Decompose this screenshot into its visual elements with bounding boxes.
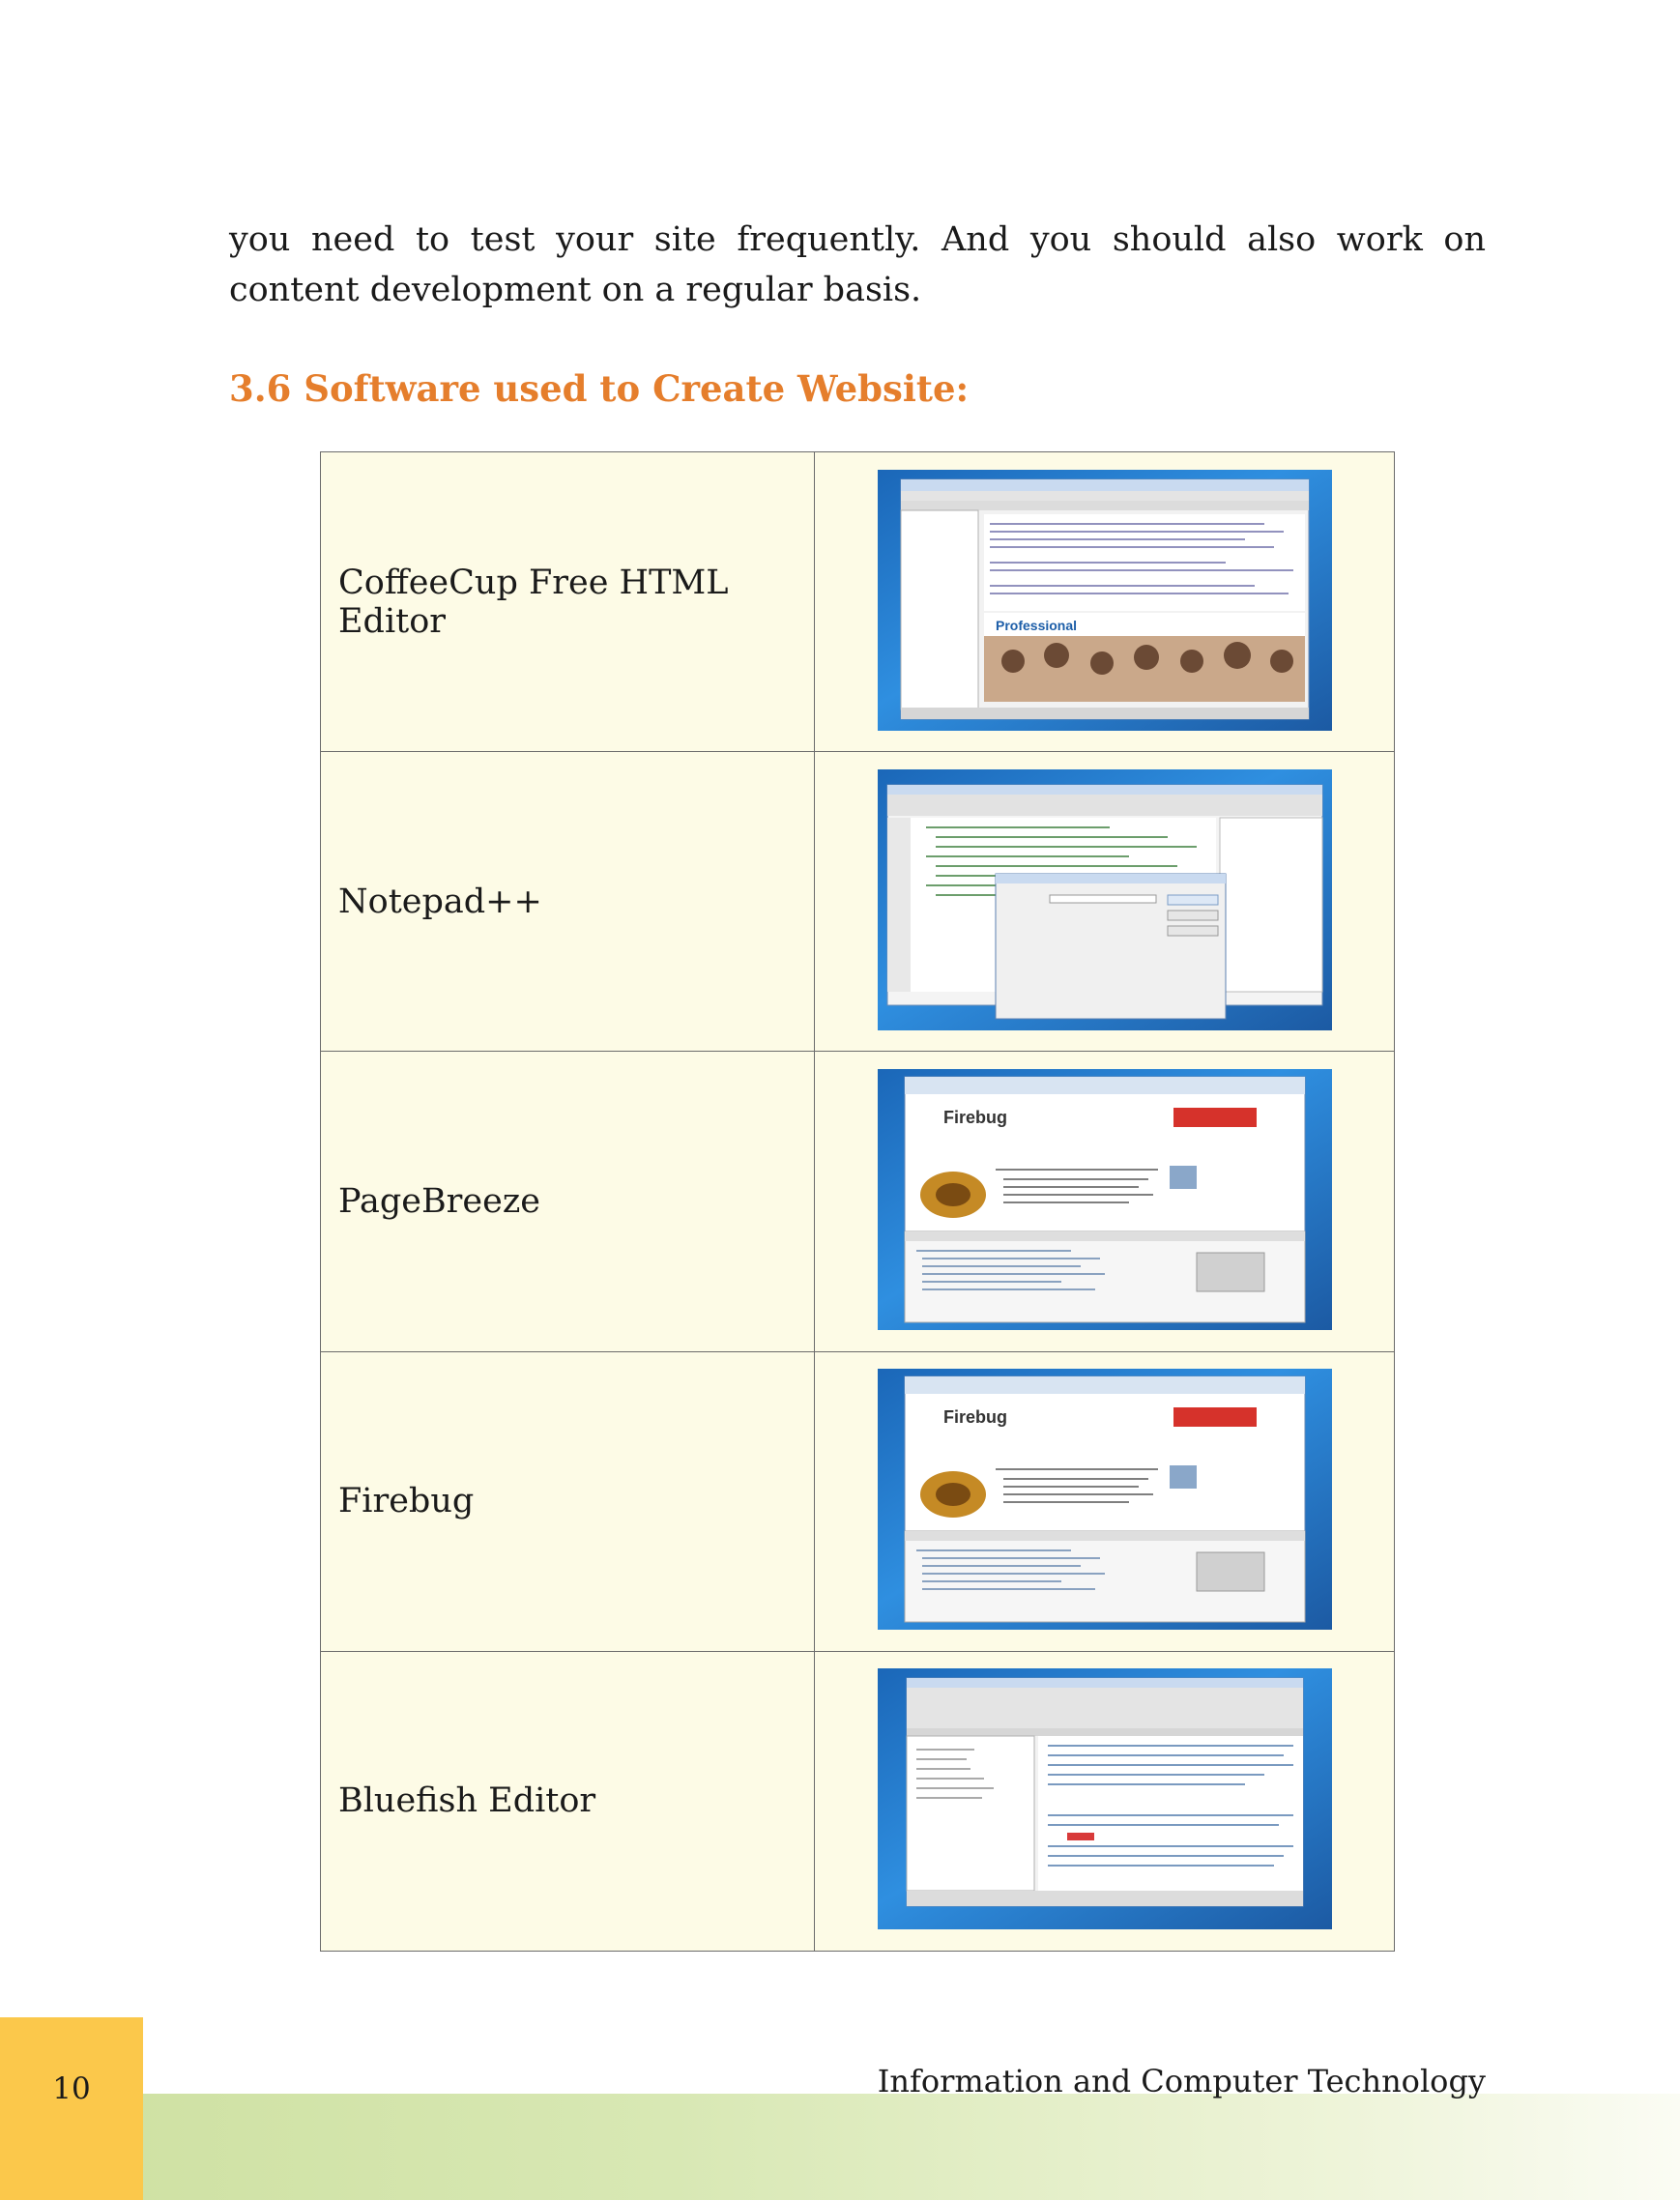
page-number: 10 (52, 2071, 91, 2106)
notepadpp-screenshot (877, 768, 1332, 1030)
footer-band (0, 2094, 1680, 2200)
software-table: CoffeeCup Free HTML Editor (320, 450, 1395, 1953)
screenshot-caption: Professional (996, 618, 1077, 633)
table-row: CoffeeCup Free HTML Editor (320, 450, 1395, 753)
section-heading: 3.6 Software used to Create Website: (229, 367, 970, 410)
coffeecup-screenshot: Professional (877, 469, 1332, 731)
table-row: Firebug Firebug (320, 1350, 1395, 1652)
software-name: Notepad++ (338, 882, 542, 921)
software-name: PageBreeze (338, 1181, 540, 1221)
software-name: Firebug (338, 1482, 475, 1521)
pagebreeze-screenshot: Firebug (877, 1068, 1332, 1330)
table-row: Bluefish Editor (320, 1650, 1395, 1953)
table-row: PageBreeze Firebug (320, 1051, 1395, 1352)
page-number-tab (0, 2017, 143, 2200)
intro-paragraph: you need to test your site frequently. A… (229, 220, 1486, 309)
screenshot-caption: Firebug (943, 1108, 1007, 1127)
software-name: Bluefish Editor (338, 1781, 596, 1821)
bluefish-screenshot (877, 1668, 1332, 1930)
table-row: Notepad++ (320, 751, 1395, 1053)
book-title: Information and Computer Technology (877, 2063, 1486, 2099)
software-name: CoffeeCup Free HTML Editor (338, 563, 729, 641)
firebug-screenshot: Firebug (877, 1369, 1332, 1631)
screenshot-caption: Firebug (943, 1407, 1007, 1427)
